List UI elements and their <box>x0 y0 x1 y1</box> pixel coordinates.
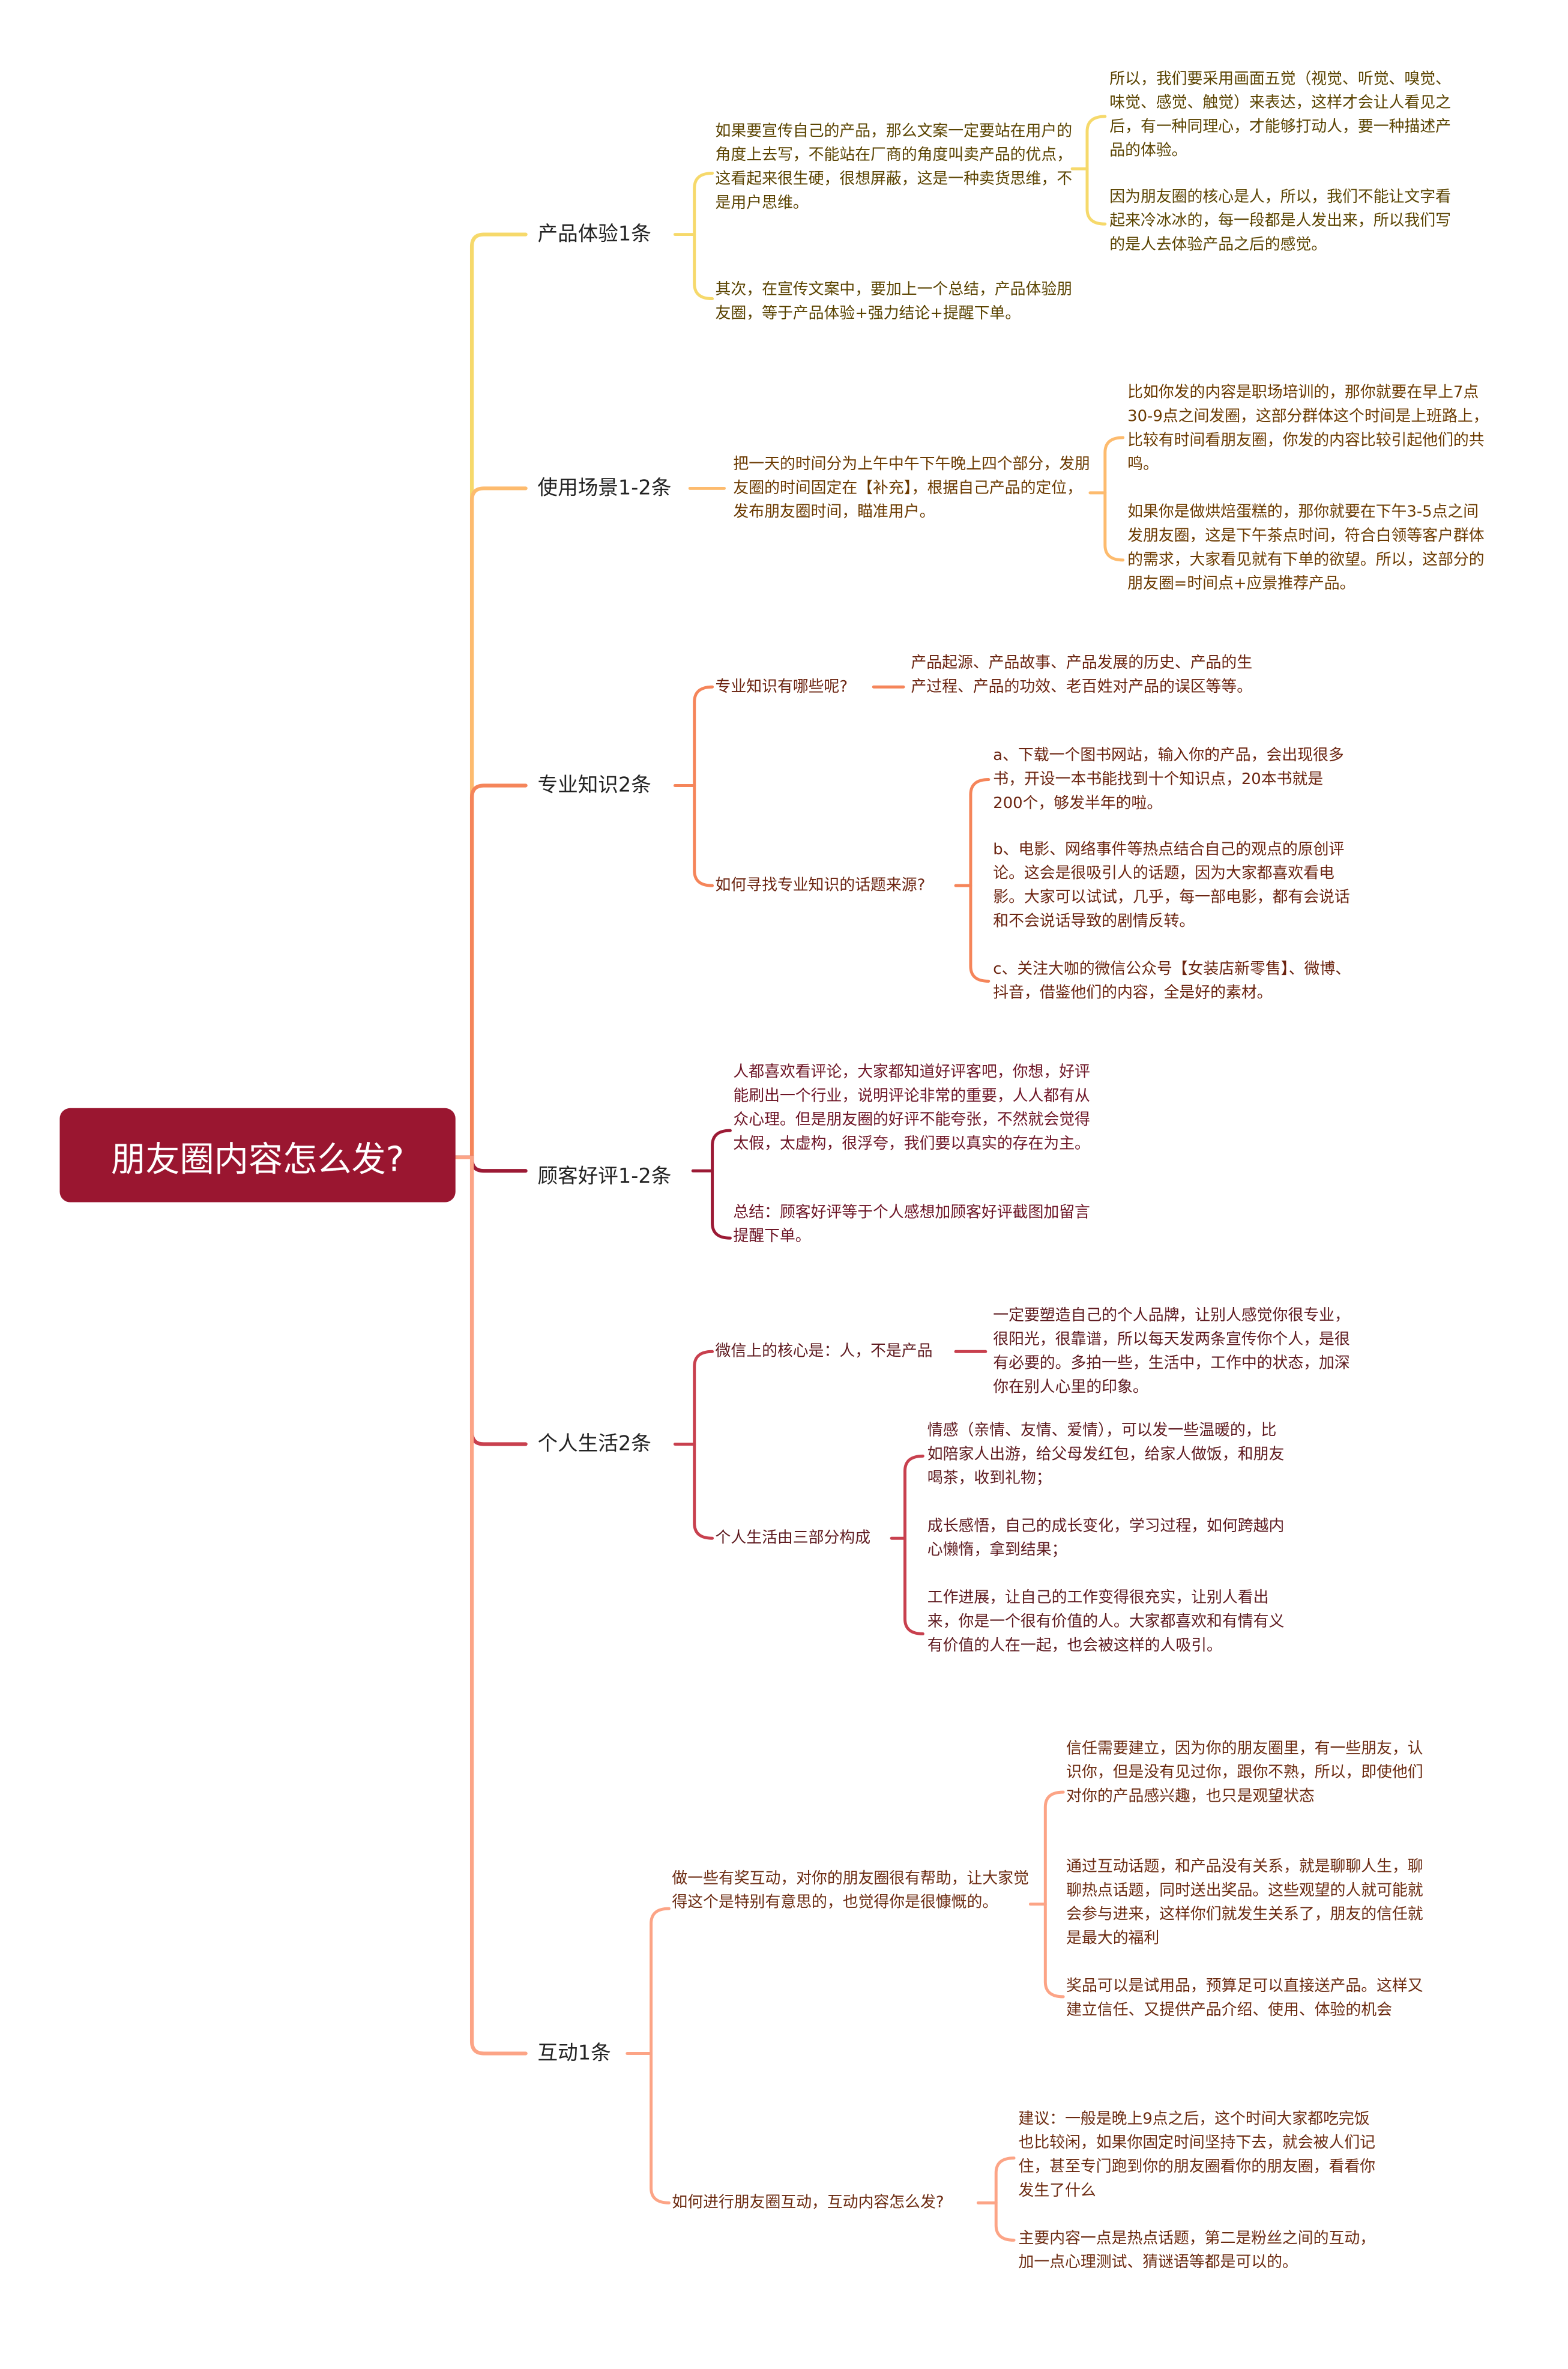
bracket-connector <box>1043 1790 1065 1999</box>
subtopic-source-c[interactable]: c、关注大咖的微信公众号【女装店新零售】、微博、抖音，借鉴他们的内容，全是好的素… <box>993 960 1351 1003</box>
bracket-connector <box>650 1907 671 2205</box>
branch-expertise[interactable]: 专业知识2条 <box>537 773 651 798</box>
bracket-connector <box>1103 436 1125 562</box>
bracket-connector <box>903 1454 924 1635</box>
topic-what-expertise[interactable]: 专业知识有哪些呢? <box>715 678 848 696</box>
bracket-connector <box>969 778 991 983</box>
branch-connector <box>453 486 528 1159</box>
topic-summary-formula[interactable]: 其次，在宣传文案中，要加上一个总结，产品体验朋友圈，等于产品体验+强力结论+提醒… <box>715 280 1073 323</box>
branch-connector <box>453 1155 528 1173</box>
topic-how-to-interact[interactable]: 如何进行朋友圈互动，互动内容怎么发? <box>672 2194 944 2212</box>
root-topic-label: 朋友圈内容怎么发? <box>111 1140 405 1179</box>
subtopic-build-trust[interactable]: 信任需要建立，因为你的朋友圈里，有一些朋友，认识你，但是没有见过你，跟你不熟，所… <box>1066 1740 1423 1806</box>
subtopic-afternoon-baking[interactable]: 如果你是做烘焙蛋糕的，那你就要在下午3-5点之间发朋友圈，这是下午茶点时间，符合… <box>1127 503 1485 593</box>
branch-personal-life[interactable]: 个人生活2条 <box>537 1432 651 1456</box>
topic-life-three-parts[interactable]: 个人生活由三部分构成 <box>715 1529 871 1548</box>
subtopic-source-b[interactable]: b、电影、网络事件等热点结合自己的观点的原创评论。这会是很吸引人的话题，因为大家… <box>993 840 1350 931</box>
subtopic-timing-advice[interactable]: 建议：一般是晚上9点之后，这个时间大家都吃完饭也比较闲，如果你固定时间坚持下去，… <box>1018 2110 1376 2200</box>
topic-prize-interaction[interactable]: 做一些有奖互动，对你的朋友圈很有帮助，让大家觉得这个是特别有意思的，也觉得你是很… <box>672 1870 1029 1912</box>
branch-usage-scenario[interactable]: 使用场景1-2条 <box>537 476 672 501</box>
bracket-connector <box>693 685 714 887</box>
branch-connector <box>453 232 528 1159</box>
bracket-connector <box>693 172 714 301</box>
branch-customer-reviews[interactable]: 顾客好评1-2条 <box>537 1165 672 1189</box>
bracket-connector <box>693 1350 714 1540</box>
branch-connector <box>453 1155 528 2056</box>
bracket-connector <box>1085 115 1107 226</box>
topic-time-slots[interactable]: 把一天的时间分为上午中午下午晚上四个部分，发朋友圈的时间固定在【补充】，根据自己… <box>733 455 1090 522</box>
bracket-connector <box>994 2156 1016 2242</box>
topic-reviews-importance[interactable]: 人都喜欢看评论，大家都知道好评客吧，你想，好评能刷出一个行业，说明评论非常的重要… <box>733 1063 1090 1153</box>
subtopic-source-a[interactable]: a、下载一个图书网站，输入你的产品，会出现很多书，开设一本书能找到十个知识点，2… <box>993 746 1344 813</box>
branch-product-experience[interactable]: 产品体验1条 <box>537 222 651 247</box>
topic-wechat-core[interactable]: 微信上的核心是：人，不是产品 <box>715 1342 933 1361</box>
subtopic-prizes[interactable]: 奖品可以是试用品，预算足可以直接送产品。这样又建立信任、又提供产品介绍、使用、体… <box>1066 1977 1423 2020</box>
root-topic[interactable]: 朋友圈内容怎么发? <box>59 1108 456 1203</box>
subtopic-growth[interactable]: 成长感悟，自己的成长变化，学习过程，如何跨越内心懒惰，拿到结果； <box>927 1517 1285 1560</box>
branch-interaction[interactable]: 互动1条 <box>537 2041 611 2066</box>
subtopic-five-senses[interactable]: 所以，我们要采用画面五觉（视觉、听觉、嗅觉、味觉、感觉、触觉）来表达，这样才会让… <box>1109 70 1451 160</box>
topic-reviews-summary[interactable]: 总结：顾客好评等于个人感想加顾客好评截图加留言提醒下单。 <box>733 1204 1090 1246</box>
subtopic-interaction-topics[interactable]: 通过互动话题，和产品没有关系，就是聊聊人生，聊聊热点话题，同时送出奖品。这些观望… <box>1066 1857 1423 1948</box>
subtopic-morning-training[interactable]: 比如你发的内容是职场培训的，那你就要在早上7点30-9点之间发圈，这部分群体这个… <box>1127 384 1489 474</box>
subtopic-main-content[interactable]: 主要内容一点是热点话题，第二是粉丝之间的互动，加一点心理测试、猜谜语等都是可以的… <box>1018 2229 1376 2272</box>
subtopic-expertise-list[interactable]: 产品起源、产品故事、产品发展的历史、产品的生产过程、产品的功效、老百姓对产品的误… <box>911 654 1253 696</box>
bracket-connector <box>711 1129 732 1240</box>
subtopic-work-progress[interactable]: 工作进展，让自己的工作变得很充实，让别人看出来，你是一个很有价值的人。大家都喜欢… <box>927 1589 1285 1655</box>
subtopic-human-core[interactable]: 因为朋友圈的核心是人，所以，我们不能让文字看起来冷冰冰的，每一段都是人发出来，所… <box>1109 188 1451 254</box>
branch-connector <box>453 783 528 1159</box>
subtopic-personal-brand[interactable]: 一定要塑造自己的个人品牌，让别人感觉你很专业，很阳光，很靠谱，所以每天发两条宣传… <box>993 1306 1350 1396</box>
topic-find-sources[interactable]: 如何寻找专业知识的话题来源? <box>715 877 926 895</box>
topic-product-copy[interactable]: 如果要宣传自己的产品，那么文案一定要站在用户的角度上去写，不能站在厂商的角度叫卖… <box>715 122 1073 213</box>
branch-connector <box>453 1155 528 1446</box>
subtopic-emotion[interactable]: 情感（亲情、友情、爱情），可以发一些温暖的，比如陪家人出游，给父母发红包，给家人… <box>927 1422 1285 1488</box>
